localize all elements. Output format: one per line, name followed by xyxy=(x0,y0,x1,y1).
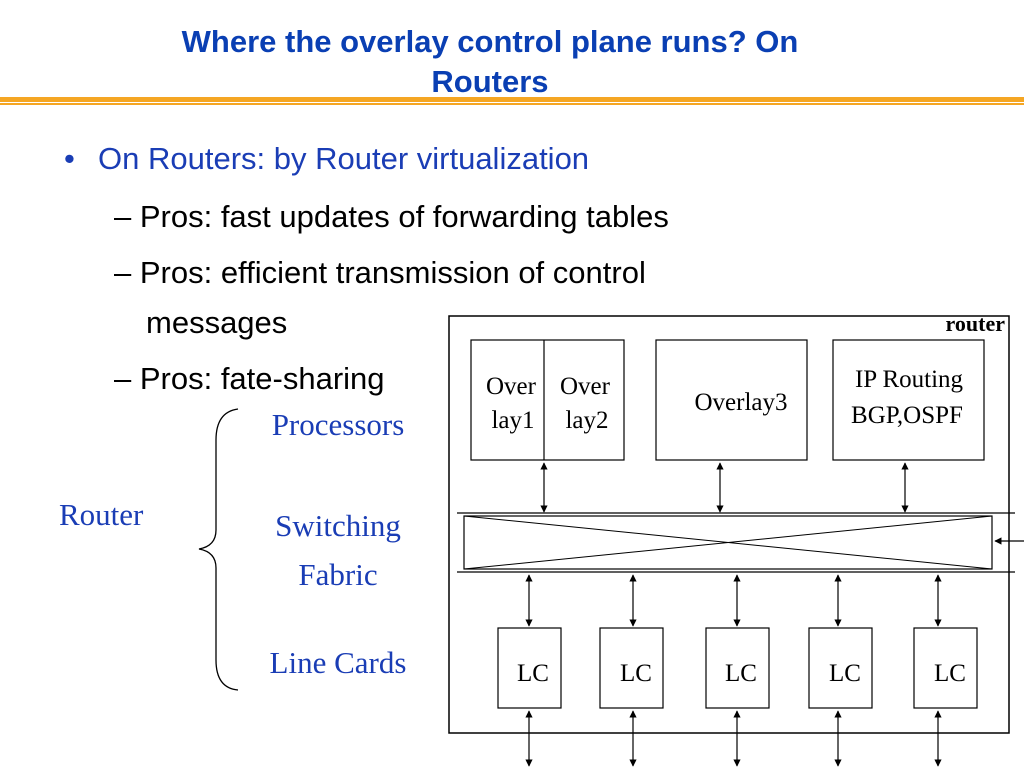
bullet-sub-2-line1: – Pros: efficient transmission of contro… xyxy=(114,255,646,290)
bullet-main-text: On Routers: by Router virtualization xyxy=(98,141,590,176)
overlay2-label-line1: Over xyxy=(560,373,611,400)
bullet-sub-2-line2: messages xyxy=(146,305,288,340)
router-box-label: router xyxy=(946,311,1006,336)
legend-line-cards-label: Line Cards xyxy=(270,645,407,680)
line-card-3-label: LC xyxy=(725,660,757,687)
overlay3-label: Overlay3 xyxy=(694,389,787,416)
line-card-4-label: LC xyxy=(829,660,861,687)
bullet-sub-1: – Pros: fast updates of forwarding table… xyxy=(114,199,669,234)
overlay1-label-line1: Over xyxy=(486,373,537,400)
bullet-main: • On Routers: by Router virtualization xyxy=(64,140,589,178)
line-card-1-label: LC xyxy=(517,660,549,687)
legend-switching-line1: Switching xyxy=(275,508,401,543)
line-card-1-box xyxy=(497,627,562,709)
overlay1-label-line2: lay1 xyxy=(491,407,534,434)
overlay3-processor-box xyxy=(655,339,808,461)
line-card-group: LC LC LC LC LC xyxy=(497,574,978,767)
line-card-4-box xyxy=(808,627,873,709)
line-card-5-label: LC xyxy=(934,660,966,687)
slide-title: Where the overlay control plane runs? On… xyxy=(40,22,940,102)
overlay12-processor-box xyxy=(470,339,625,461)
title-underline-thick xyxy=(0,97,1024,102)
slide-title-line2: Routers xyxy=(431,64,549,99)
switching-fabric-box xyxy=(463,515,993,570)
fabric-cross-line-b xyxy=(463,515,993,570)
line-card-2-box xyxy=(599,627,664,709)
ip-routing-label-line2: BGP,OSPF xyxy=(851,402,963,429)
legend-processors-label: Processors xyxy=(272,407,405,442)
line-card-2-label: LC xyxy=(620,660,652,687)
bullet-sub-3: – Pros: fate-sharing xyxy=(114,361,385,396)
legend-brace xyxy=(198,408,239,691)
bullet-dot-icon: • xyxy=(64,141,75,176)
ip-routing-label-line1: IP Routing xyxy=(855,366,964,393)
title-underline-thin xyxy=(0,103,1024,105)
overlay2-label-line2: lay2 xyxy=(565,407,608,434)
legend-router-label: Router xyxy=(59,497,144,532)
legend-switching-line2: Fabric xyxy=(298,557,377,592)
line-card-3-box xyxy=(705,627,770,709)
ip-routing-processor-box xyxy=(832,339,985,461)
slide-title-line1: Where the overlay control plane runs? On xyxy=(181,24,799,59)
line-card-5-box xyxy=(913,627,978,709)
